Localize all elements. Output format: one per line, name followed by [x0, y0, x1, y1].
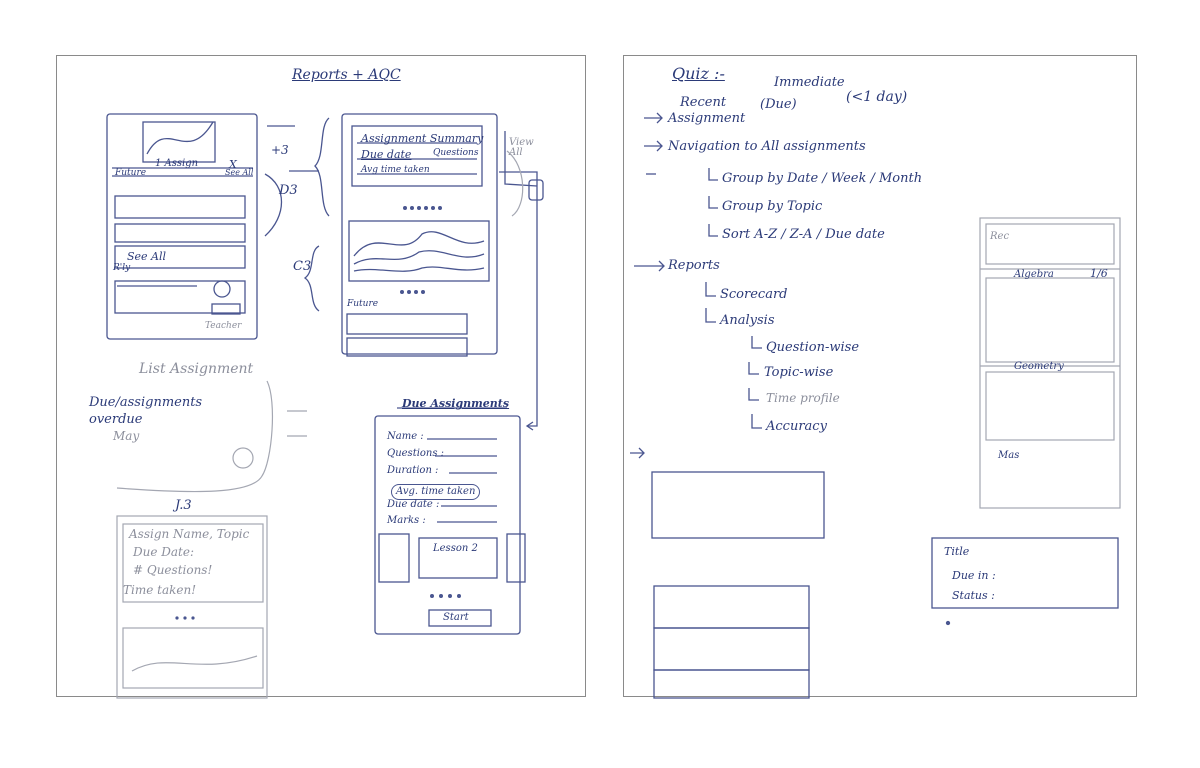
side-list-algebra-count: 1/6: [1090, 267, 1108, 280]
sheet-title-reports: Reports + AQC: [292, 67, 401, 83]
phone1-close-icon: X: [229, 158, 237, 171]
card-line-questions: # Questions!: [133, 563, 213, 577]
phone1-tab-label: 1 Assign: [155, 158, 199, 169]
margin-note-c3: C3: [293, 259, 312, 274]
item-topic-wise: Topic-wise: [764, 365, 834, 380]
phone2-assignment-summary: Assignment Summary: [361, 132, 484, 145]
left-sheet-sketch-lines: [106, 113, 544, 699]
due-field-questions: Questions :: [387, 448, 445, 459]
list-assignment-label: List Assignment: [139, 361, 254, 377]
detail-card-status: Status :: [952, 589, 995, 602]
sheet-title-quiz: Quiz :-: [672, 64, 725, 83]
item-assignment: Assignment: [668, 111, 746, 126]
card-line-time-taken: Time taken!: [123, 583, 197, 597]
left-sketch-sheet: Reports + AQC 1 Assign X Future See All …: [56, 55, 586, 699]
due-field-name: Name :: [387, 431, 424, 442]
phone2-questions: Questions: [433, 148, 479, 158]
item-reports: Reports: [668, 258, 720, 273]
due-field-avg-time: Avg. time taken: [391, 484, 481, 500]
due-field-marks: Marks :: [387, 515, 426, 526]
phone1-see-all: See All: [127, 250, 167, 263]
due-field-due-date: Due date :: [387, 499, 440, 510]
right-sheet-sketch-lines: [630, 112, 1121, 699]
item-group-topic: Group by Topic: [722, 199, 823, 214]
phone2-due-date: Due date: [361, 148, 412, 161]
card-line-name-topic: Assign Name, Topic: [129, 527, 250, 541]
due-note-line1: Due/assignments: [89, 395, 203, 410]
margin-note-d3: D3: [279, 183, 298, 198]
item-question-wise: Question-wise: [766, 340, 860, 355]
item-accuracy: Accuracy: [766, 419, 827, 434]
card-line-due-date: Due Date:: [133, 545, 195, 559]
phone2-avg-time: Avg time taken: [361, 165, 430, 175]
item-group-date: Group by Date / Week / Month: [722, 171, 923, 186]
side-list-algebra: Algebra: [1014, 269, 1054, 280]
recent-label: Recent: [680, 95, 727, 110]
phone1-label-future: Future: [115, 168, 147, 178]
phone2-label-future: Future: [347, 299, 379, 309]
due-field-duration: Duration :: [387, 465, 439, 476]
start-button-sketch: Start: [443, 612, 469, 623]
view-all-label: View All: [509, 137, 534, 158]
due-label: (Due): [760, 97, 797, 112]
j3-label: J.3: [175, 498, 192, 513]
item-navigation: Navigation to All assignments: [668, 139, 866, 154]
day-label: (<1 day): [846, 89, 908, 105]
immediate-label: Immediate: [774, 75, 845, 90]
item-analysis: Analysis: [720, 313, 775, 328]
item-time-profile: Time profile: [766, 391, 840, 405]
detail-card-due-in: Due in :: [952, 569, 996, 582]
side-list-item1: Rec: [990, 231, 1010, 242]
may-label: May: [113, 429, 140, 443]
phone1-see-all-small: See All: [225, 168, 254, 177]
phone1-label-rly: R'ly: [113, 263, 131, 273]
right-sketch-sheet: Quiz :- Immediate (<1 day) Recent (Due) …: [623, 55, 1137, 699]
due-assignments-title: Due Assignments: [402, 397, 510, 410]
item-scorecard: Scorecard: [720, 287, 788, 302]
phone1-footer: Teacher: [205, 321, 242, 331]
side-list-footer: Mas: [998, 450, 1020, 461]
detail-card-title: Title: [944, 545, 970, 558]
due-note-line2: overdue: [89, 412, 143, 427]
lesson-card-label: Lesson 2: [433, 543, 478, 554]
margin-note-plus: +3: [271, 143, 289, 157]
side-list-geometry: Geometry: [1014, 361, 1064, 372]
item-sort: Sort A-Z / Z-A / Due date: [722, 227, 885, 242]
